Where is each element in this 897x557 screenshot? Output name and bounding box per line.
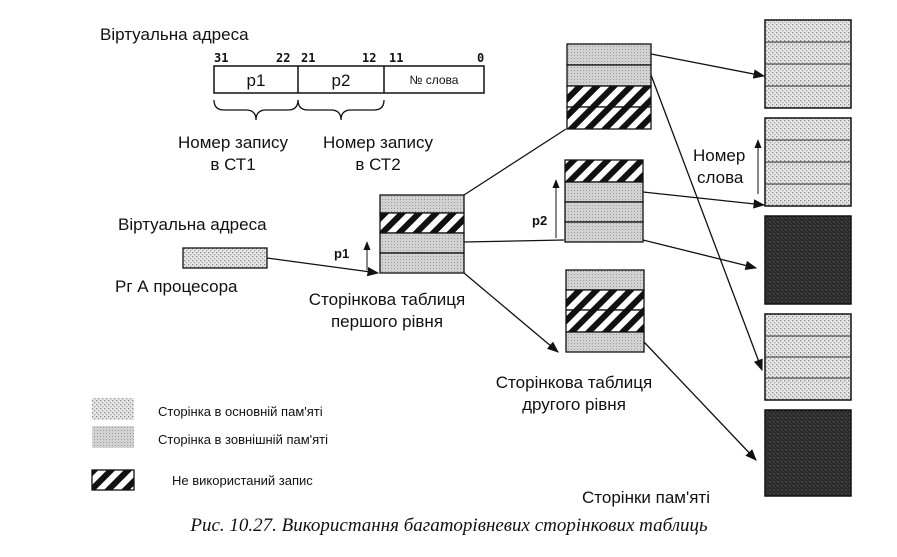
first-level-to-table3-arrow (463, 272, 559, 353)
bit-11-label: 11 (389, 51, 403, 65)
memory-page-5 (764, 409, 852, 497)
bit-0-label: 0 (477, 51, 484, 65)
legend-main-memory-swatch (92, 398, 134, 420)
address-register (182, 247, 268, 269)
p1-offset-label: p1 (334, 246, 349, 261)
figure-caption: Рис. 10.27. Використання багаторівневих … (189, 515, 708, 536)
field-word-number: № слова (410, 73, 459, 87)
word-number-line1: Номер (693, 146, 745, 165)
legend-unused-label: Не використаний запис (172, 473, 313, 488)
table2-to-page3-arrow (642, 239, 758, 271)
legend-unused-swatch (91, 469, 135, 491)
bit-12-label: 12 (362, 51, 376, 65)
word-number-line2: слова (697, 168, 744, 187)
record-st1-line2: в СТ1 (210, 155, 255, 174)
second-level-title-line2: другого рівня (522, 395, 626, 414)
second-level-title-line1: Сторінкова таблиця (496, 373, 652, 392)
table2-to-page2-arrow (642, 191, 766, 209)
bit-31-label: 31 (214, 51, 228, 65)
legend-main-memory-label: Сторінка в основній пам'яті (158, 404, 323, 419)
table3-to-page5-arrow (643, 341, 757, 461)
memory-pages-title: Сторінки пам'яті (582, 488, 710, 507)
address-format-box (213, 65, 485, 94)
second-level-table-2 (564, 159, 644, 243)
record-st2-line1: Номер запису (323, 133, 434, 152)
brace-p1 (213, 99, 299, 121)
p2-offset-label: p2 (532, 213, 547, 228)
register-to-first-level-arrow (266, 257, 380, 277)
legend-external-memory-swatch (92, 426, 134, 448)
record-st2-line2: в СТ2 (355, 155, 400, 174)
legend-external-memory-label: Сторінка в зовнішній пам'яті (158, 432, 328, 447)
memory-page-1 (764, 19, 852, 109)
memory-page-2 (764, 117, 852, 207)
register-label: Рг А процесора (115, 277, 238, 296)
table1-to-page1-arrow (650, 53, 766, 79)
first-level-title-line1: Сторінкова таблиця (309, 290, 465, 309)
first-level-to-table2-line (463, 239, 565, 243)
memory-page-3 (764, 215, 852, 305)
table1-to-page4-arrow (650, 74, 763, 372)
bit-22-label: 22 (276, 51, 290, 65)
brace-p2 (297, 99, 385, 121)
record-st1-line1: Номер запису (178, 133, 289, 152)
first-level-table (379, 194, 465, 274)
virtual-address-left-label: Віртуальна адреса (118, 215, 267, 234)
virtual-address-title: Віртуальна адреса (100, 25, 249, 44)
first-level-title-line2: першого рівня (331, 312, 443, 331)
field-p1: p1 (247, 71, 266, 90)
bit-21-label: 21 (301, 51, 315, 65)
field-p2: p2 (332, 71, 351, 90)
memory-page-4 (764, 313, 852, 401)
first-level-to-table1-line (463, 128, 567, 196)
second-level-table-3 (565, 269, 645, 353)
second-level-table-1 (566, 43, 652, 130)
